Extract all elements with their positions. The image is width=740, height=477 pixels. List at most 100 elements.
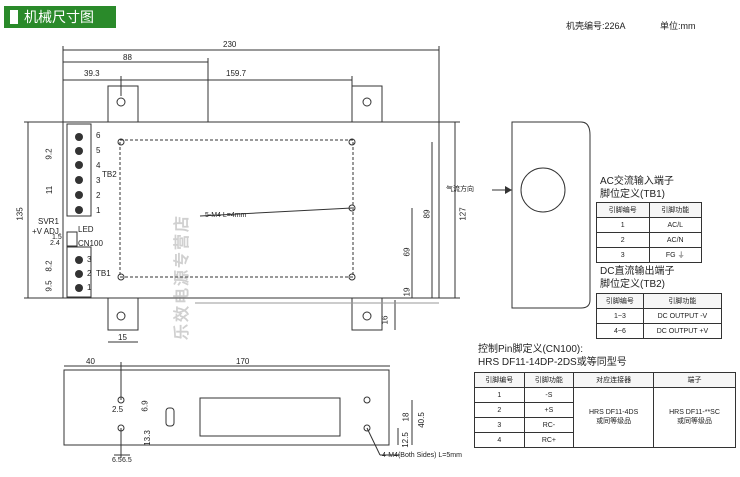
connector-model: HRS DF11-4DS: [588, 409, 639, 416]
dim-69: 69: [402, 247, 412, 257]
dim-9-5: 9.5: [44, 280, 54, 292]
connector-equiv: 或同等级品: [596, 418, 632, 425]
table-row: 1~3 DC OUTPUT -V: [596, 308, 723, 324]
cn100-cell: 1: [474, 387, 525, 403]
tb2-pin-5: 5: [96, 146, 101, 155]
dim-16: 16: [380, 315, 390, 325]
tb2-screw-1: [75, 206, 83, 214]
tb1-header-no: 引脚编号: [596, 202, 650, 218]
tb2-cell: DC OUTPUT -V: [642, 308, 723, 324]
top-view-body: [62, 121, 440, 299]
tb2-title: DC直流输出端子: [600, 266, 675, 277]
table-row: 4 RC+: [474, 432, 736, 448]
table-row: 1 -S HRS DF11-4DS 或同等级品 HRS DF11-**SC 或同…: [474, 387, 736, 448]
dim-6-9: 6.9: [140, 400, 150, 412]
tb2-pin-3: 3: [96, 176, 101, 185]
tb1-header-func: 引脚功能: [648, 202, 702, 218]
cn100-cell: +S: [523, 402, 575, 418]
tb2-screw-5: [75, 147, 83, 155]
dim-8-2: 8.2: [44, 260, 54, 272]
screw-note-top: 5-M4 L=4mm: [205, 212, 247, 219]
dim-159-7: 159.7: [226, 69, 247, 78]
tb2-pin-2: 2: [96, 191, 101, 200]
cn100-header-terminal: 端子: [653, 372, 736, 388]
terminal-equiv: 或同等级品: [677, 418, 712, 425]
dim-18: 18: [401, 412, 411, 422]
dim-19: 19: [402, 287, 412, 297]
cn100-header-connector: 对应连接器: [573, 372, 654, 388]
dim-6-5a: 6.5: [112, 457, 122, 464]
tb1-screw-1: [75, 284, 83, 292]
cn100-cell: 4: [474, 432, 525, 448]
cn100-header-no: 引脚编号: [474, 372, 525, 388]
led-label: LED: [78, 225, 94, 234]
unit-label: 单位:mm: [660, 21, 696, 31]
dim-11: 11: [45, 185, 55, 195]
cn100-label: CN100: [78, 239, 103, 248]
watermark: 乐效电源专营店: [174, 213, 191, 340]
tb2-pin-1: 1: [96, 206, 101, 215]
cn100-terminal-cell: HRS DF11-**SC 或同等级品: [653, 387, 736, 448]
cn100-cell: -S: [523, 387, 575, 403]
dim-39-3: 39.3: [84, 69, 100, 78]
tb2-pin-6: 6: [96, 131, 101, 140]
tb2-screw-4: [75, 161, 83, 169]
dim-9-2: 9.2: [44, 148, 54, 160]
terminal-model: HRS DF11-**SC: [669, 409, 720, 416]
tb1-cell: 3: [596, 247, 650, 263]
case-number: 机壳编号:226A: [566, 21, 626, 31]
tb2-screw-6: [75, 133, 83, 141]
section-title: 机械尺寸图: [4, 6, 116, 28]
tb2-header-no: 引脚编号: [596, 293, 644, 309]
cn100-cell: RC-: [523, 417, 575, 433]
tb1-screw-2: [75, 270, 83, 278]
tb1-screw-3: [75, 256, 83, 264]
table-row: 2 AC/N: [596, 232, 702, 248]
dim-170: 170: [236, 357, 250, 366]
tb2-pin-table: 引脚编号 引脚功能 1~3 DC OUTPUT -V 4~6 DC OUTPUT…: [596, 293, 723, 339]
tb1-cell: AC/N: [648, 232, 702, 248]
tb1-pin-3: 3: [87, 255, 92, 264]
tb2-cell: 4~6: [596, 323, 644, 339]
cn100-header-func: 引脚功能: [523, 372, 575, 388]
section-title-text: 机械尺寸图: [24, 9, 94, 25]
cn100-pin-table: 引脚编号 引脚功能 对应连接器 端子 1 -S HRS DF11-4DS 或同等…: [474, 372, 736, 448]
dim-230: 230: [223, 40, 237, 49]
cn100-cell: 2: [474, 402, 525, 418]
table-row: 1 AC/L: [596, 217, 702, 233]
cn100-title: 控制Pin脚定义(CN100):: [478, 344, 584, 355]
dim-12-5: 12.5: [400, 432, 410, 448]
tb1-cell: 1: [596, 217, 650, 233]
tb1-pin-1: 1: [87, 283, 92, 292]
cn100-cell: 3: [474, 417, 525, 433]
tb1-cell: FG ⏚: [648, 247, 702, 263]
tb2-screw-3: [75, 176, 83, 184]
dim-13-3: 13.3: [142, 430, 152, 446]
airflow-label: 气流方向: [446, 186, 474, 193]
table-row: 4~6 DC OUTPUT +V: [596, 323, 723, 339]
dim-88: 88: [123, 53, 132, 62]
tb1-subtitle: 脚位定义(TB1): [600, 189, 665, 200]
tb2-screw-2: [75, 191, 83, 199]
svr1-label: SVR1: [38, 217, 59, 226]
dim-127: 127: [458, 207, 468, 221]
tb1-pin-table: 引脚编号 引脚功能 1 AC/L 2 AC/N 3 FG ⏚: [596, 202, 702, 263]
tb1-cell: 2: [596, 232, 650, 248]
dim-6-5b: 6.5: [122, 457, 132, 464]
dim-40: 40: [86, 357, 95, 366]
cn100-subtitle: HRS DF11-14DP-2DS或等同型号: [478, 357, 627, 368]
tb2-label: TB2: [102, 170, 117, 179]
dim-89: 89: [422, 209, 432, 219]
tb2-header-func: 引脚功能: [642, 293, 723, 309]
table-row: 3 RC-: [474, 417, 736, 433]
dim-1-5: 1.5: [52, 234, 62, 241]
dim-2-5: 2.5: [112, 405, 124, 414]
cn100-connector-cell: HRS DF11-4DS 或同等级品: [573, 387, 654, 448]
tb2-subtitle: 脚位定义(TB2): [600, 279, 665, 290]
tb1-title: AC交流输入端子: [600, 176, 674, 187]
title-marker: [10, 10, 18, 24]
tb1-pin-2: 2: [87, 269, 92, 278]
dim-135: 135: [15, 207, 25, 221]
cn100-cell: RC+: [523, 432, 575, 448]
